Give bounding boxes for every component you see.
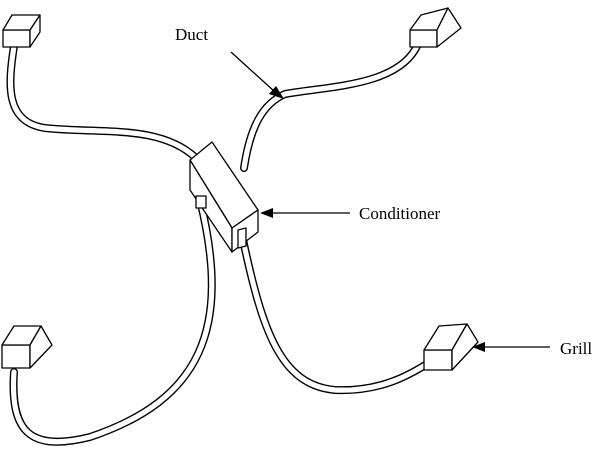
label-grill: Grill <box>472 339 592 358</box>
grill-top-right <box>409 7 462 48</box>
arrow-duct <box>230 51 276 93</box>
grill-bottom-left <box>1 325 53 369</box>
conditioner-outlet-left <box>195 195 207 209</box>
label-grill-text: Grill <box>560 339 592 358</box>
duct-bottom-left <box>9 196 216 446</box>
conditioner-unit <box>189 141 259 253</box>
label-duct: Duct <box>175 25 284 99</box>
label-conditioner: Conditioner <box>260 204 441 223</box>
duct-bottom-right <box>238 231 434 395</box>
duct-top-left <box>6 42 200 162</box>
label-duct-text: Duct <box>175 25 208 44</box>
arrowhead-duct <box>269 86 284 99</box>
duct-top-right <box>240 40 422 172</box>
grill-bottom-right <box>423 323 479 371</box>
arrowhead-grill <box>472 342 485 352</box>
arrowhead-conditioner <box>260 208 273 218</box>
grill-top-left <box>2 14 41 48</box>
conditioner-outlet-right <box>237 227 247 249</box>
label-conditioner-text: Conditioner <box>359 204 441 223</box>
